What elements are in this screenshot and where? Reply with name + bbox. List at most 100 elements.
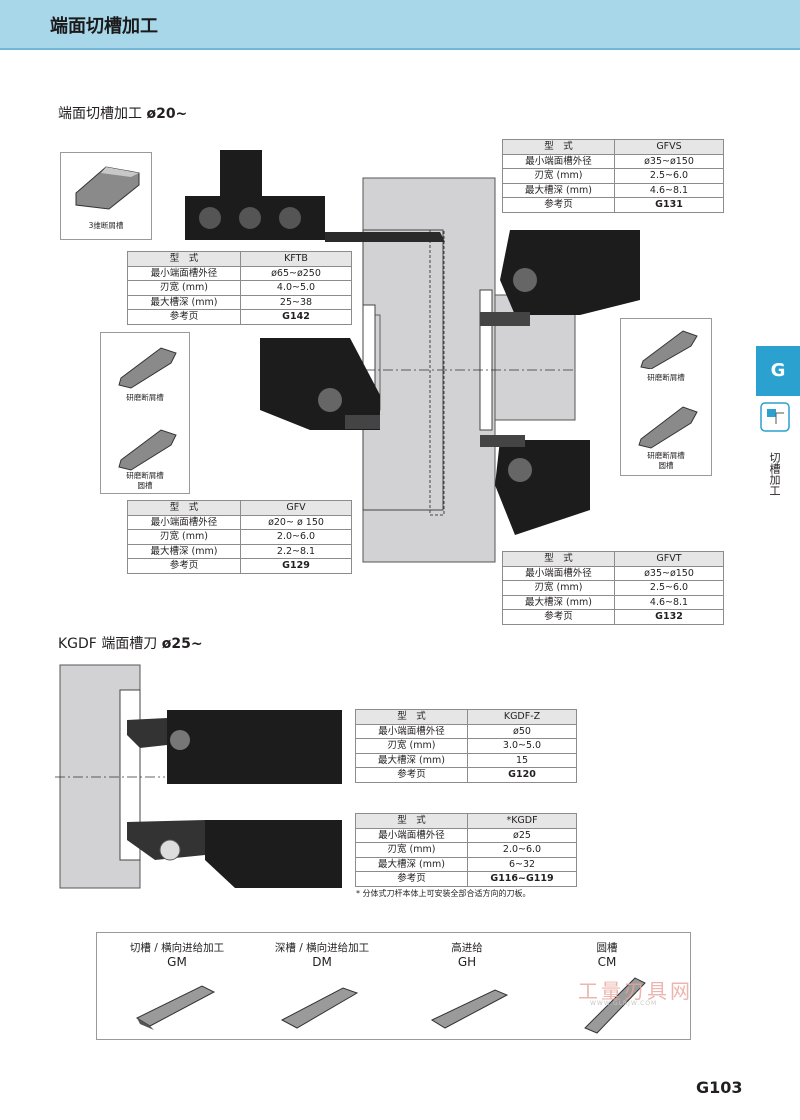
value-width: 2.0~6.0 bbox=[467, 842, 577, 858]
label-width: 刃宽 (mm) bbox=[127, 280, 241, 296]
label-ref: 参考页 bbox=[127, 309, 241, 325]
label-min-dia: 最小端面槽外径 bbox=[355, 723, 468, 739]
grade-label-gh: 高进给 bbox=[451, 942, 483, 954]
grade-code-cm: CM bbox=[597, 955, 617, 969]
value-model: GFV bbox=[240, 500, 352, 516]
value-model: GFVS bbox=[614, 139, 724, 155]
value-ref: G131 bbox=[614, 197, 724, 213]
grooving-insert-icon bbox=[118, 347, 177, 389]
label-depth: 最大槽深 (mm) bbox=[502, 594, 615, 610]
watermark-url: WWW.GLRJW.COM bbox=[590, 1000, 658, 1007]
grade-label-gm: 切槽 / 横向进给加工 bbox=[129, 942, 225, 954]
label-width: 刃宽 (mm) bbox=[502, 580, 615, 596]
insert-caption: 3维断屑槽 bbox=[88, 221, 124, 230]
section-title-text: 端面切槽加工 bbox=[58, 106, 147, 122]
section-title-bold: ø20~ bbox=[146, 106, 188, 122]
label-min-dia: 最小端面槽外径 bbox=[127, 514, 241, 530]
value-depth: 25~38 bbox=[240, 294, 352, 310]
grooving-insert-icon bbox=[640, 330, 698, 370]
label-ref: 参考页 bbox=[355, 871, 468, 887]
value-depth: 15 bbox=[467, 752, 577, 768]
grade-code-dm: DM bbox=[312, 955, 332, 969]
insert-caption: 圆槽 bbox=[658, 461, 674, 470]
value-depth: 4.6~8.1 bbox=[614, 182, 724, 198]
insert-caption: 圆槽 bbox=[137, 481, 153, 490]
label-width: 刃宽 (mm) bbox=[355, 842, 468, 858]
insert-gm-icon bbox=[135, 985, 216, 1030]
value-model: *KGDF bbox=[467, 813, 577, 829]
page-title: 端面切槽加工 bbox=[50, 16, 158, 37]
grooving-section-icon bbox=[760, 402, 790, 432]
insert-image-ground-chipbreaker: 研磨断屑槽 研磨断屑槽 圆槽 bbox=[100, 332, 190, 494]
insert-grade-box: 切槽 / 横向进给加工 GM 深槽 / 横向进给加工 DM 高进给 GH 圆槽 … bbox=[96, 932, 691, 1040]
value-model: KFTB bbox=[240, 251, 352, 267]
label-ref: 参考页 bbox=[502, 197, 615, 213]
kgdf-illustration bbox=[55, 664, 342, 889]
page-number: G103 bbox=[696, 1078, 743, 1097]
label-width: 刃宽 (mm) bbox=[127, 529, 241, 545]
label-depth: 最大槽深 (mm) bbox=[127, 543, 241, 559]
insert-image-ground-chipbreaker-right: 研磨断屑槽 研磨断屑槽 圆槽 bbox=[620, 318, 712, 476]
value-width: 2.5~6.0 bbox=[614, 580, 724, 596]
value-ref: G120 bbox=[467, 767, 577, 783]
label-depth: 最大槽深 (mm) bbox=[355, 752, 468, 768]
value-depth: 2.2~8.1 bbox=[240, 543, 352, 559]
label-depth: 最大槽深 (mm) bbox=[127, 294, 241, 310]
label-width: 刃宽 (mm) bbox=[355, 738, 468, 754]
insert-caption: 研磨断屑槽 bbox=[647, 451, 685, 460]
section-title-bold: ø25~ bbox=[161, 636, 203, 652]
grooving-insert-icon bbox=[75, 166, 140, 210]
header-bar bbox=[0, 0, 800, 50]
side-tab-g[interactable]: G bbox=[756, 346, 800, 396]
value-min-dia: ø20~ ø 150 bbox=[240, 514, 352, 530]
value-min-dia: ø65~ø250 bbox=[240, 265, 352, 281]
insert-caption: 研磨断屑槽 bbox=[126, 393, 164, 402]
section-title-kgdf: KGDF 端面槽刀 ø25~ bbox=[58, 633, 203, 653]
label-model: 型 式 bbox=[355, 813, 468, 829]
value-width: 4.0~5.0 bbox=[240, 280, 352, 296]
label-min-dia: 最小端面槽外径 bbox=[502, 153, 615, 169]
label-model: 型 式 bbox=[127, 251, 241, 267]
face-grooving-illustration bbox=[185, 150, 640, 563]
value-min-dia: ø35~ø150 bbox=[614, 153, 724, 169]
value-width: 3.0~5.0 bbox=[467, 738, 577, 754]
insert-dm-icon bbox=[280, 987, 359, 1029]
label-model: 型 式 bbox=[355, 709, 468, 725]
value-model: GFVT bbox=[614, 551, 724, 567]
grooving-insert-icon bbox=[638, 406, 698, 449]
value-min-dia: ø50 bbox=[467, 723, 577, 739]
value-min-dia: ø25 bbox=[467, 827, 577, 843]
grooving-insert-icon bbox=[118, 429, 177, 471]
value-ref: G129 bbox=[240, 558, 352, 574]
insert-caption: 研磨断屑槽 bbox=[126, 471, 164, 480]
value-ref: G132 bbox=[614, 609, 724, 625]
footnote: * 分体式刀杆本体上可安装全部合适方向的刀板。 bbox=[356, 889, 531, 898]
label-min-dia: 最小端面槽外径 bbox=[502, 565, 615, 581]
value-ref: G116~G119 bbox=[467, 871, 577, 887]
label-width: 刃宽 (mm) bbox=[502, 168, 615, 184]
value-min-dia: ø35~ø150 bbox=[614, 565, 724, 581]
label-ref: 参考页 bbox=[355, 767, 468, 783]
side-tab-text: 切槽加工 bbox=[768, 452, 781, 496]
label-ref: 参考页 bbox=[127, 558, 241, 574]
label-ref: 参考页 bbox=[502, 609, 615, 625]
insert-caption: 研磨断屑槽 bbox=[647, 373, 685, 382]
grade-label-cm: 圆槽 bbox=[596, 942, 618, 954]
grade-code-gh: GH bbox=[457, 955, 477, 969]
value-depth: 6~32 bbox=[467, 856, 577, 872]
section-title-face-grooving: 端面切槽加工 ø20~ bbox=[58, 103, 187, 123]
value-depth: 4.6~8.1 bbox=[614, 594, 724, 610]
watermark-logo: 工量刃具网 bbox=[578, 979, 693, 1003]
insert-image-3d-chipbreaker: 3维断屑槽 bbox=[60, 152, 152, 240]
insert-gh-icon bbox=[430, 989, 509, 1029]
value-width: 2.0~6.0 bbox=[240, 529, 352, 545]
section-title-text: KGDF 端面槽刀 bbox=[58, 636, 162, 652]
label-model: 型 式 bbox=[127, 500, 241, 516]
label-depth: 最大槽深 (mm) bbox=[355, 856, 468, 872]
